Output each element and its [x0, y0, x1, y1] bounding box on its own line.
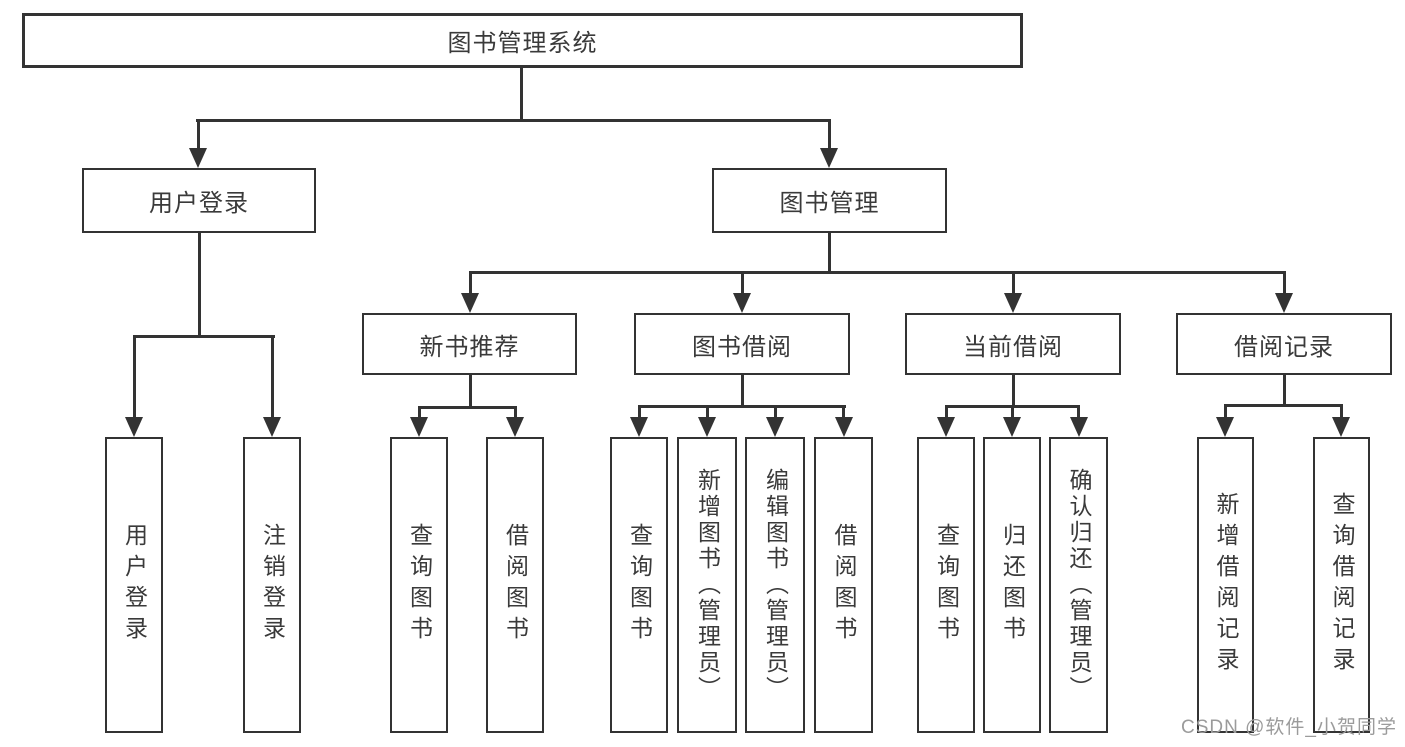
arrow-stem: [937, 405, 955, 437]
leaf-nb-borrow-books: 借阅图书: [486, 437, 544, 733]
connector-line: [468, 271, 1286, 274]
arrowhead-down-icon: [630, 417, 648, 437]
arrowhead-down-icon: [1216, 417, 1234, 437]
node-new-book-recommend: 新书推荐: [362, 313, 577, 375]
node-user-login: 用户登录: [82, 168, 316, 233]
node-label: 用户登录: [149, 190, 249, 217]
leaf-bb-query-books: 查询图书: [610, 437, 668, 733]
node-book-management: 图书管理: [712, 168, 947, 233]
leaf-bb-borrow-books: 借阅图书: [814, 437, 873, 733]
node-root: 图书管理系统: [22, 13, 1023, 68]
arrow-stem: [1332, 404, 1350, 437]
leaf-label: 新增图书（管理员）: [694, 468, 721, 702]
leaf-br-query-record: 查询借阅记录: [1313, 437, 1370, 733]
arrowhead-down-icon: [1069, 417, 1088, 437]
node-label: 当前借阅: [963, 333, 1063, 361]
leaf-label: 查询借阅记录: [1329, 492, 1355, 678]
node-borrowing-records: 借阅记录: [1176, 313, 1392, 375]
arrowhead-down-icon: [506, 417, 524, 437]
arrow-stem: [1069, 405, 1088, 437]
watermark: CSDN @软件_小贺同学: [1181, 717, 1397, 738]
arrow-stem: [263, 335, 281, 437]
node-label: 新书推荐: [419, 333, 520, 361]
arrowhead-down-icon: [125, 417, 143, 437]
arrow-stem: [1275, 271, 1293, 313]
leaf-label: 编辑图书（管理员）: [762, 468, 789, 702]
arrowhead-down-icon: [263, 417, 281, 437]
connector-line: [417, 406, 517, 409]
arrowhead-down-icon: [1275, 293, 1293, 313]
arrowhead-down-icon: [733, 293, 751, 313]
arrow-stem: [834, 405, 853, 437]
leaf-br-add-record: 新增借阅记录: [1197, 437, 1254, 733]
arrow-stem: [733, 271, 751, 313]
connector-line: [132, 335, 275, 338]
leaf-cb-confirm-return-admin: 确认归还（管理员）: [1049, 437, 1108, 733]
arrow-stem: [1004, 271, 1022, 313]
connector-line: [740, 375, 744, 408]
arrowhead-down-icon: [1004, 293, 1022, 313]
arrow-stem: [125, 335, 143, 437]
node-book-borrowing: 图书借阅: [634, 313, 850, 375]
leaf-user-login: 用户登录: [105, 437, 163, 733]
leaf-bb-edit-books-admin: 编辑图书（管理员）: [745, 437, 805, 733]
node-label: 图书管理: [779, 190, 880, 217]
arrowhead-down-icon: [189, 148, 207, 168]
connector-line: [637, 405, 846, 408]
arrowhead-down-icon: [1003, 417, 1021, 437]
arrowhead-down-icon: [461, 293, 479, 313]
arrowhead-down-icon: [820, 148, 838, 168]
leaf-label: 用户登录: [121, 523, 148, 647]
leaf-logout: 注销登录: [243, 437, 301, 733]
connector-line: [197, 233, 201, 337]
node-label: 借阅记录: [1234, 333, 1334, 361]
arrowhead-down-icon: [937, 417, 955, 437]
connector-line: [827, 233, 831, 274]
arrowhead-down-icon: [698, 417, 716, 437]
leaf-label: 借阅图书: [502, 523, 529, 647]
leaf-label: 查询图书: [933, 523, 960, 647]
leaf-label: 确认归还（管理员）: [1066, 468, 1092, 702]
leaf-label: 查询图书: [626, 523, 653, 647]
arrow-stem: [461, 271, 479, 313]
arrow-stem: [410, 406, 428, 437]
arrowhead-down-icon: [834, 417, 853, 437]
leaf-label: 借阅图书: [831, 523, 857, 647]
leaf-label: 注销登录: [259, 523, 286, 647]
leaf-cb-return-books: 归还图书: [983, 437, 1041, 733]
arrow-stem: [630, 405, 648, 437]
arrow-stem: [1216, 404, 1234, 437]
connector-line: [1011, 375, 1015, 408]
leaf-label: 新增借阅记录: [1213, 492, 1239, 678]
node-label: 图书管理系统: [447, 30, 598, 57]
arrow-stem: [698, 405, 716, 437]
node-current-borrowing: 当前借阅: [905, 313, 1121, 375]
arrowhead-down-icon: [410, 417, 428, 437]
node-label: 图书借阅: [692, 333, 792, 361]
connector-line: [1223, 404, 1343, 407]
arrow-stem: [506, 406, 524, 437]
leaf-label: 查询图书: [406, 523, 433, 647]
leaf-cb-query-books: 查询图书: [917, 437, 975, 733]
connector-line: [468, 375, 472, 409]
arrowhead-down-icon: [1332, 417, 1350, 437]
connector-line: [1282, 375, 1286, 407]
arrow-stem: [766, 405, 784, 437]
arrow-stem: [189, 119, 207, 168]
leaf-label: 归还图书: [999, 523, 1026, 647]
leaf-bb-add-books-admin: 新增图书（管理员）: [677, 437, 737, 733]
arrow-stem: [820, 119, 838, 168]
connector-line: [520, 68, 523, 119]
arrow-stem: [1003, 405, 1021, 437]
arrowhead-down-icon: [766, 417, 784, 437]
connector-line: [196, 119, 831, 122]
leaf-nb-query-books: 查询图书: [390, 437, 448, 733]
